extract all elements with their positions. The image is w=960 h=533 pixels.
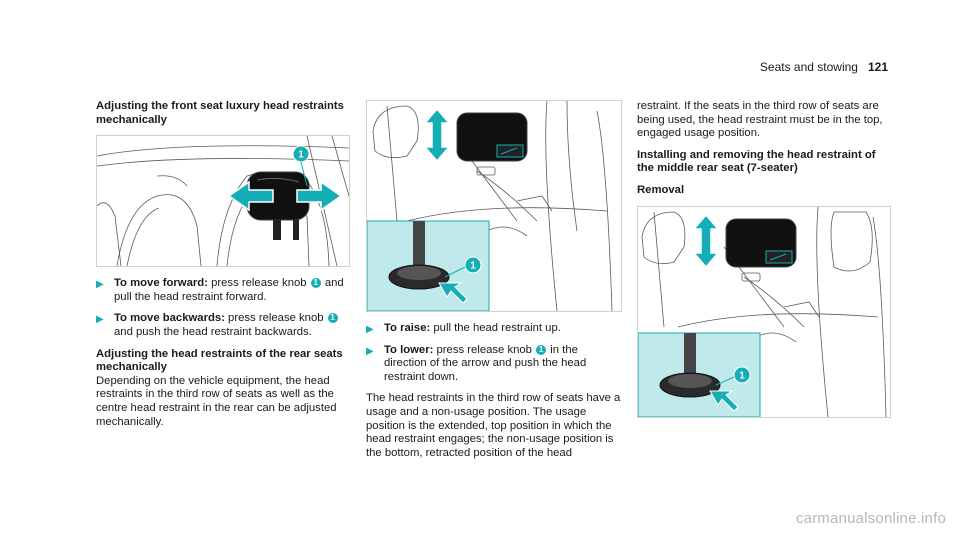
knob-badge: 1 <box>536 344 547 355</box>
callout-1: 1 <box>470 261 476 272</box>
triangle-right-icon: ▶ <box>96 279 104 291</box>
middle-seat-removal-illustration: 1 <box>638 206 887 417</box>
figure-front-head-restraint: 1 <box>96 135 350 268</box>
paragraph-rear-restraints: Depending on the vehicle equipment, the … <box>96 374 337 428</box>
paragraph-usage-continued: restraint. If the seats in the third row… <box>637 100 883 140</box>
triangle-right-icon: ▶ <box>366 345 374 357</box>
step-lower: ▶ To lower: press release knob 1 in the … <box>366 343 587 383</box>
callout-1: 1 <box>739 370 745 381</box>
heading-rear-restraints: Adjusting the head restraints of the rea… <box>96 347 343 374</box>
step-move-forward: ▶ To move forward: press release knob 1 … <box>96 277 344 303</box>
triangle-right-icon: ▶ <box>96 314 104 326</box>
page-header: Seats and stowing 121 <box>760 60 888 74</box>
paragraph-usage-positions: The head restraints in the third row of … <box>366 392 621 459</box>
figure-middle-seat-removal: 1 <box>637 205 891 418</box>
subheading-removal: Removal <box>637 183 685 196</box>
column-middle: 1 ▶ To raise: pull the head restraint up… <box>366 100 622 460</box>
rear-head-restraint-illustration: 1 <box>367 101 613 311</box>
figure-rear-head-restraint: 1 <box>366 100 622 312</box>
heading-middle-seat: Installing and removing the head restrai… <box>637 148 876 175</box>
triangle-right-icon: ▶ <box>366 324 374 335</box>
page-number: 121 <box>867 60 888 74</box>
column-left: Adjusting the front seat luxury head res… <box>96 100 350 429</box>
heading-front-restraints: Adjusting the front seat luxury head res… <box>96 100 344 126</box>
section-title: Seats and stowing <box>759 60 858 74</box>
step-raise: ▶ To raise: pull the head restraint up. <box>366 322 561 335</box>
knob-badge: 1 <box>310 278 321 289</box>
column-right: restraint. If the seats in the third row… <box>637 100 893 418</box>
step-move-backwards: ▶ To move backwards: press release knob … <box>96 312 348 339</box>
knob-badge: 1 <box>327 313 338 324</box>
watermark: carmanualsonline.info <box>795 510 946 527</box>
callout-1: 1 <box>298 150 304 161</box>
front-head-restraint-illustration: 1 <box>97 136 349 267</box>
